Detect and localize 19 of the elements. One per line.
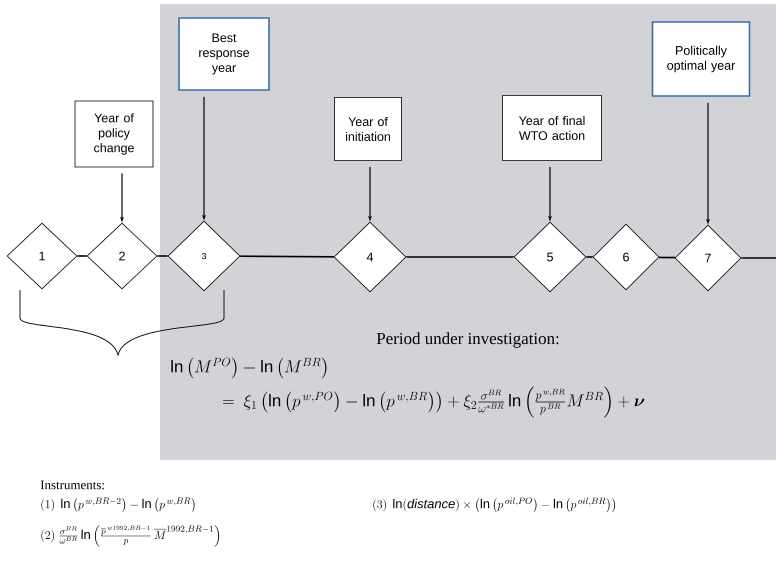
year-box: Year of final WTO action <box>502 95 602 161</box>
equation: $\ln\left(M^{PO}\right)-\ln\left(M^{BR}\right)$ <box>171 358 326 378</box>
year-box: Politically optimal year <box>652 21 750 97</box>
timeline-line <box>586 256 593 258</box>
section-heading: Period under investigation: <box>376 332 558 348</box>
year-box: Year of initiation <box>334 97 402 161</box>
instrument-formula: $(3)\ \ln(\mathit{distance})\times\left(\ln\left(p^{\,oil,PO}\right)-\ln\left(p^{\,oil,BR}\right)\right)$ <box>373 498 616 512</box>
timeline-line <box>157 255 168 257</box>
timeline-line <box>741 257 776 259</box>
instrument-formula: $(2)\ \frac{\sigma^{BR}}{\omega^{BR}}\ln\left(\frac{\overline{p}^{\,w1992,BR-1}}{p}\,\overline{M}^{1992,BR-1}\right)$ <box>41 525 220 547</box>
timeline-line <box>240 255 334 258</box>
year-box: Best response year <box>178 17 270 91</box>
timeline-line <box>406 256 514 258</box>
timeline-line <box>659 256 675 258</box>
equation: $=\ \xi_1\left(\ln\left(p^{\,w,PO}\right)-\ln\left(p^{\,w,BR}\right)\right)+\xi_2\frac{\sigma^{BR}}{\omega^{*BR}}\ln\left(\frac{p^{\,w,BR}}{p^{\,BR}}M^{BR}\right)+\bm{\nu}$ <box>223 386 644 418</box>
year-box: Year of policy change <box>74 100 154 168</box>
timeline-line <box>77 255 87 257</box>
section-heading: Instruments: <box>40 480 104 490</box>
instrument-formula: $(1)\ \ln\left(p^{\,w,BR-2}\right)-\ln\left(p^{\,w,BR}\right)$ <box>41 498 195 512</box>
